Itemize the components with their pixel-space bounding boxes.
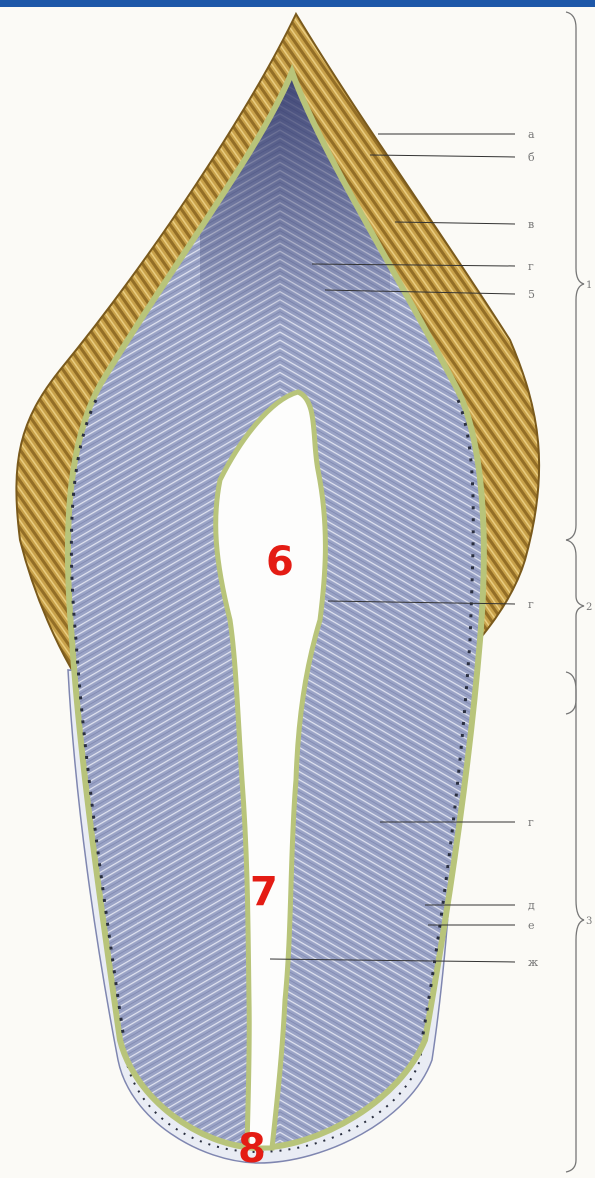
label-root-e: е (528, 919, 535, 932)
label-crown-g: г (528, 260, 534, 273)
bracket-label-crown: 1 (586, 280, 592, 291)
label-crown-v: в (528, 218, 534, 231)
label-root-zh: ж (528, 956, 538, 969)
label-crown-5: 5 (528, 288, 535, 301)
region-brackets (566, 12, 584, 1172)
number-7: 7 (250, 869, 278, 915)
label-root-g: г (528, 816, 534, 829)
bracket-label-neck: 2 (586, 602, 592, 613)
number-8: 8 (238, 1126, 266, 1172)
label-root-d: д (528, 899, 535, 912)
label-crown-b: б (528, 151, 535, 164)
label-crown-a: а (528, 128, 535, 141)
label-neck-g: г (528, 598, 534, 611)
number-6: 6 (266, 539, 294, 585)
bracket-label-root: 3 (586, 916, 592, 927)
